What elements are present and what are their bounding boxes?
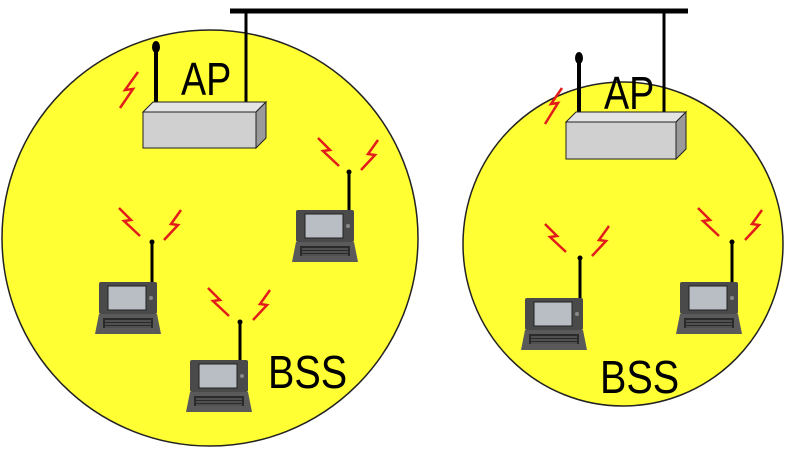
station-right-2 <box>676 207 764 334</box>
wireless-signal-icon <box>317 137 380 171</box>
ap-label: AP <box>181 53 231 104</box>
station-left-2 <box>95 207 183 334</box>
access-point-right: AP <box>543 52 688 161</box>
antenna-icon <box>577 255 583 302</box>
wireless-signal-icon <box>207 287 272 321</box>
wireless-signal-icon <box>118 207 183 241</box>
ap-label: AP <box>604 67 654 118</box>
station-left-1 <box>292 137 380 262</box>
wireless-signal-icon <box>544 223 611 257</box>
access-point-icon <box>564 110 688 161</box>
access-point-icon <box>141 100 268 150</box>
bss-label: BSS <box>268 347 347 398</box>
laptop-icon <box>292 210 358 262</box>
bss-label: BSS <box>600 352 679 403</box>
wireless-signal-icon <box>543 87 564 125</box>
wireless-signal-icon <box>697 207 764 241</box>
backbone-link <box>230 8 688 112</box>
laptop-icon <box>95 282 161 334</box>
antenna-icon <box>575 52 583 112</box>
antenna-icon <box>149 239 155 286</box>
access-point-left: AP <box>118 41 268 150</box>
antenna-icon <box>729 239 735 286</box>
antenna-icon <box>237 319 243 364</box>
antenna-icon <box>346 169 352 214</box>
wireless-signal-icon <box>118 71 140 109</box>
station-left-3 <box>186 287 272 412</box>
station-right-1 <box>521 223 611 350</box>
laptop-icon <box>676 282 742 334</box>
antenna-icon <box>152 41 160 102</box>
bss-cell-left <box>1 29 419 447</box>
laptop-icon <box>521 298 587 350</box>
laptop-icon <box>186 360 252 412</box>
